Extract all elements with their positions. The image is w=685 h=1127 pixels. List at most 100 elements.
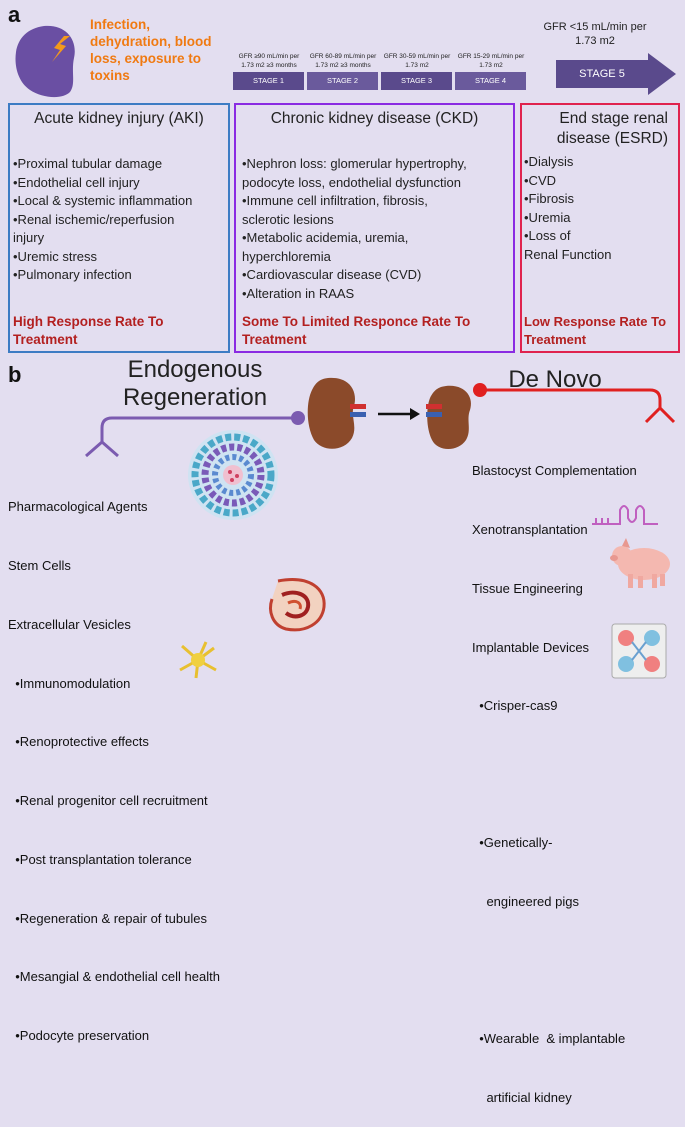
ckd-box: Chronic kidney disease (CKD) •Nephron lo… bbox=[234, 103, 515, 353]
gfr-line: 1.73 m2 bbox=[405, 62, 429, 69]
lightning-icon bbox=[52, 36, 70, 62]
stage-4: STAGE 4 bbox=[455, 72, 526, 90]
list-item: Renal Function bbox=[524, 246, 612, 262]
aki-title: Acute kidney injury (AKI) bbox=[34, 110, 204, 127]
stage-1: STAGE 1 bbox=[233, 72, 304, 90]
list-item: Tissue Engineering bbox=[472, 580, 583, 596]
list-item: •Loss of bbox=[524, 228, 571, 243]
list-item: •Immunomodulation bbox=[8, 675, 131, 691]
list-item: •Dialysis bbox=[524, 154, 574, 169]
stage-2: STAGE 2 bbox=[307, 72, 378, 90]
title-line: Endogenous bbox=[127, 356, 263, 383]
causes-line: Infection, bbox=[90, 17, 150, 32]
title-line: Regeneration bbox=[122, 384, 268, 411]
esrd-title: End stage renal disease (ESRD) bbox=[522, 109, 678, 149]
list-item: •Uremia bbox=[524, 209, 571, 225]
list-item: hyperchloremia bbox=[242, 248, 331, 264]
stage-3: STAGE 3 bbox=[381, 72, 452, 90]
ckd-response: Some To Limited Responce Rate To Treatme… bbox=[242, 313, 470, 349]
list-item: •Metabolic acidemia, uremia, bbox=[242, 230, 409, 245]
list-item: Extracellular Vesicles bbox=[8, 616, 131, 632]
gfr-line: GFR 30-59 mL/min per bbox=[383, 53, 451, 60]
title-line: disease (ESRD) bbox=[556, 130, 668, 147]
causes-line: toxins bbox=[90, 68, 130, 83]
healthy-kidney-icon bbox=[307, 377, 355, 449]
esrd-response: Low Response Rate To Treatment bbox=[524, 313, 666, 349]
gfr-line: GFR ≥90 mL/min per bbox=[238, 53, 300, 60]
ckd-list: •Nephron loss: glomerular hypertrophy, p… bbox=[242, 155, 513, 303]
list-item: Implantable Devices bbox=[472, 639, 590, 655]
gfr-line: GFR 60-89 mL/min per bbox=[309, 53, 377, 60]
list-item: •Alteration in RAAS bbox=[242, 285, 355, 301]
list-item: •Nephron loss: glomerular hypertrophy, bbox=[242, 156, 467, 171]
list-item: engineered pigs bbox=[472, 894, 579, 910]
kidney-transformation bbox=[307, 377, 471, 449]
pig-icon bbox=[610, 538, 670, 588]
diseased-kidney-icon bbox=[427, 385, 471, 449]
esrd-list: •Dialysis •CVD •Fibrosis •Uremia •Loss o… bbox=[524, 153, 678, 264]
gfr-line: GFR <15 mL/min per bbox=[543, 21, 647, 33]
list-item: •Wearable & implantable bbox=[472, 1031, 626, 1047]
causes-text: Infection, dehydration, blood loss, expo… bbox=[90, 16, 240, 84]
title-line: End stage renal bbox=[559, 110, 668, 127]
list-item: Blastocyst Complementation bbox=[472, 463, 637, 479]
list-item: •Renoprotective effects bbox=[8, 734, 149, 750]
list-item: •Pulmonary infection bbox=[13, 267, 132, 282]
stage2-gfr: GFR 60-89 mL/min per 1.73 m2 ≥3 months bbox=[307, 52, 379, 70]
list-item: •Crisper-cas9 bbox=[472, 698, 558, 714]
list-item: •Immune cell infiltration, fibrosis, bbox=[242, 193, 428, 208]
list-item: •Post transplantation tolerance bbox=[8, 851, 192, 867]
gfr-line: 1.73 m2 bbox=[575, 35, 615, 47]
list-item: injury bbox=[13, 230, 45, 245]
gfr-line: 1.73 m2 ≥3 months bbox=[241, 62, 297, 69]
gfr-line: 1.73 m2 bbox=[479, 62, 503, 69]
nephron-icon bbox=[269, 578, 326, 632]
response-line: Low Response Rate To bbox=[524, 314, 667, 329]
list-item: •Renal ischemic/reperfusion bbox=[13, 211, 175, 227]
ckd-title: Chronic kidney disease (CKD) bbox=[270, 110, 479, 127]
list-item: podocyte loss, endothelial dysfunction bbox=[242, 174, 461, 190]
list-item: •Genetically- bbox=[472, 835, 553, 851]
list-item: •Podocyte preservation bbox=[8, 1028, 150, 1044]
stage5-gfr: GFR <15 mL/min per 1.73 m2 bbox=[540, 20, 650, 48]
causes-line: loss, exposure to bbox=[90, 51, 202, 66]
stage4-gfr: GFR 15-29 mL/min per 1.73 m2 bbox=[455, 52, 527, 70]
list-item: •Mesangial & endothelial cell health bbox=[8, 969, 220, 985]
list-item: •Cardiovascular disease (CVD) bbox=[242, 267, 422, 282]
aki-list: •Proximal tubular damage •Endothelial ce… bbox=[13, 155, 228, 285]
arrow-icon bbox=[410, 408, 420, 420]
denovo-connector bbox=[473, 383, 676, 424]
stage3-gfr: GFR 30-59 mL/min per 1.73 m2 bbox=[381, 52, 453, 70]
list-item: •Regeneration & repair of tubules bbox=[8, 910, 207, 926]
stage5-arrow bbox=[556, 53, 676, 95]
list-item: •Endothelial cell injury bbox=[13, 174, 140, 190]
list-item: •CVD bbox=[524, 172, 556, 188]
gfr-line: GFR 15-29 mL/min per bbox=[457, 53, 525, 60]
gfr-line: 1.73 m2 ≥3 months bbox=[315, 62, 371, 69]
list-item: sclerotic lesions bbox=[242, 211, 334, 227]
list-item: Xenotransplantation bbox=[472, 521, 588, 537]
panel-b-label: b bbox=[8, 362, 22, 387]
response-line: High Response Rate To bbox=[13, 314, 164, 329]
list-item: Stem Cells bbox=[8, 557, 71, 573]
list-item: •Local & systemic inflammation bbox=[13, 193, 193, 208]
list-item: •Uremic stress bbox=[13, 248, 97, 264]
list-item: artificial kidney bbox=[472, 1090, 572, 1106]
list-item: •Renal progenitor cell recruitment bbox=[8, 793, 208, 809]
list-item: •Fibrosis bbox=[524, 191, 575, 206]
response-line: Treatment bbox=[524, 332, 587, 347]
kidney-icon bbox=[15, 25, 75, 98]
causes-line: dehydration, blood bbox=[90, 34, 212, 49]
panel-a-label: a bbox=[8, 2, 21, 27]
aki-box: Acute kidney injury (AKI) •Proximal tubu… bbox=[8, 103, 230, 353]
podocyte-icon bbox=[179, 641, 217, 679]
esrd-box: End stage renal disease (ESRD) •Dialysis… bbox=[520, 103, 680, 353]
endogenous-connector bbox=[85, 411, 305, 458]
stage-5: STAGE 5 bbox=[579, 68, 625, 80]
endogenous-list: Pharmacological Agents Stem Cells Extrac… bbox=[8, 458, 288, 1065]
response-line: Treatment bbox=[242, 332, 307, 347]
list-item: Pharmacological Agents bbox=[8, 499, 148, 515]
stage1-gfr: GFR ≥90 mL/min per 1.73 m2 ≥3 months bbox=[233, 52, 305, 70]
cell-cluster-icon bbox=[188, 430, 278, 520]
endogenous-title: Endogenous Regeneration bbox=[100, 356, 290, 412]
